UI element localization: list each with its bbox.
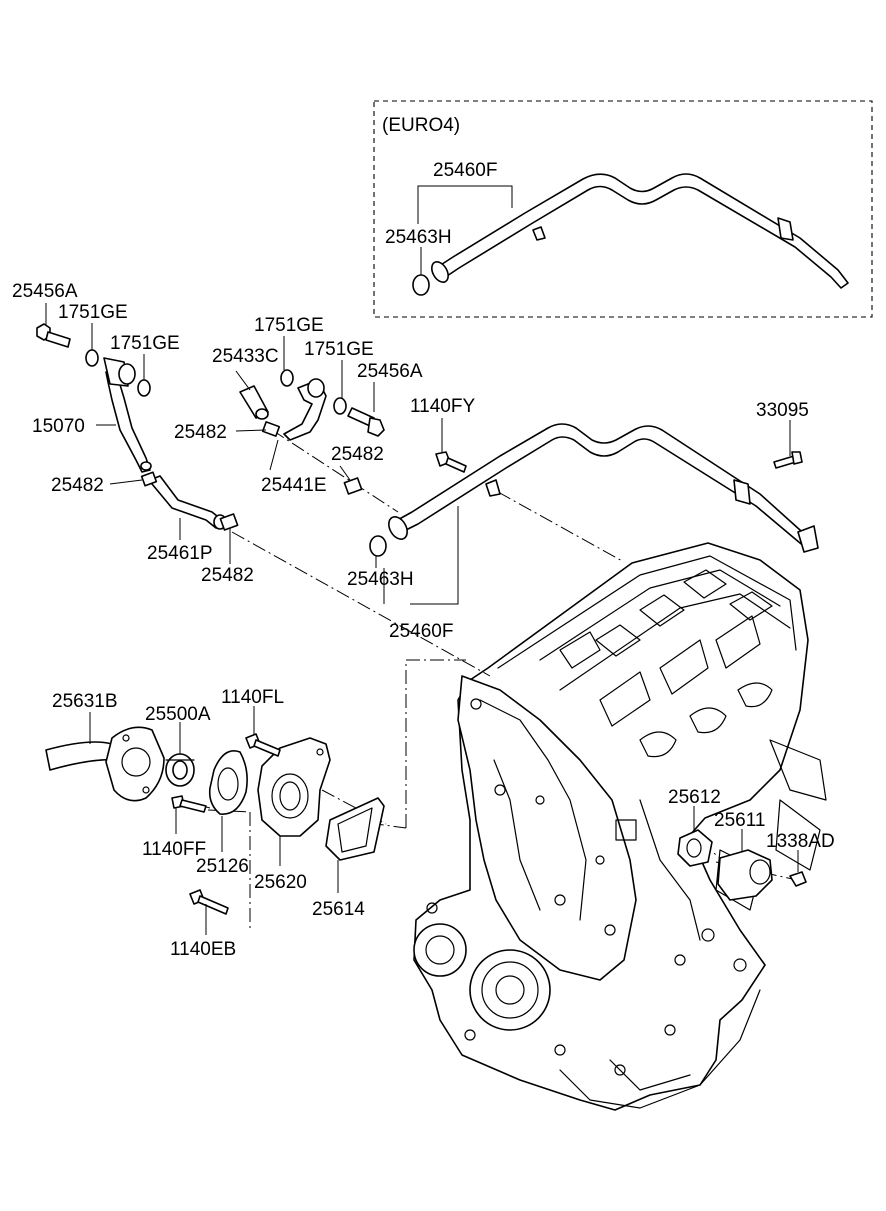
euro4-leaders: [417, 185, 513, 275]
clamp-25482-b: [219, 513, 239, 531]
housing-25620: [257, 737, 331, 837]
part-labels: 25456A 1751GE 1751GE 1751GE 25433C 1751G…: [12, 281, 835, 960]
label-25126: 25126: [196, 856, 249, 877]
label-euro4-25460F: 25460F: [433, 160, 497, 181]
label-25620: 25620: [254, 872, 307, 893]
label-1140FL: 1140FL: [221, 687, 284, 708]
label-1338AD: 1338AD: [766, 831, 835, 852]
label-1751GE-b: 1751GE: [110, 333, 180, 354]
label-25461P: 25461P: [147, 543, 213, 564]
gasket-25126: [208, 750, 248, 815]
euro4-water-pipe: [431, 173, 849, 289]
euro4-o-ring: [412, 274, 430, 296]
o-ring-1751GE-a: [85, 349, 99, 367]
label-25460F: 25460F: [389, 621, 453, 642]
clamp-25482-a: [140, 471, 158, 487]
inlet-fitting-25631B: [45, 726, 165, 802]
label-25614: 25614: [312, 899, 365, 920]
clamp-25482-d: [343, 477, 363, 495]
label-1751GE-d: 1751GE: [304, 339, 374, 360]
label-25482-b: 25482: [331, 444, 384, 465]
bolt-1140EB: [189, 889, 229, 915]
label-25456A-left: 25456A: [12, 281, 78, 302]
gasket-25614: [325, 797, 385, 861]
engine-block: [413, 542, 827, 1111]
label-25631B: 25631B: [52, 691, 118, 712]
label-1140FF: 1140FF: [142, 839, 206, 860]
label-25482-d: 25482: [201, 565, 254, 586]
label-25612: 25612: [668, 787, 721, 808]
label-25456A-right: 25456A: [357, 361, 423, 382]
connector-25433C: [239, 385, 269, 420]
o-ring-25463H: [369, 535, 387, 557]
clamp-25482-c: [261, 421, 281, 437]
bolt-1140FF: [171, 795, 207, 813]
thermostat-25500A: [165, 753, 195, 787]
label-1140FY: 1140FY: [410, 396, 475, 417]
bolt-33095: [773, 451, 803, 469]
label-25482-a: 25482: [174, 422, 227, 443]
bypass-pipe-15070: [103, 357, 152, 473]
o-ring-1751GE-b: [137, 379, 151, 397]
label-25433C: 25433C: [212, 346, 279, 367]
label-1751GE-c: 1751GE: [254, 315, 324, 336]
o-ring-1751GE-c: [280, 369, 294, 387]
label-euro4-25463H: 25463H: [385, 227, 452, 248]
label-1751GE-a: 1751GE: [58, 302, 128, 323]
bolt-1338AD: [789, 871, 807, 887]
bolt-1140FL: [245, 733, 281, 757]
label-15070: 15070: [32, 416, 85, 437]
label-25441E: 25441E: [261, 475, 327, 496]
label-1140EB: 1140EB: [170, 939, 236, 960]
o-ring-1751GE-d: [333, 397, 347, 415]
label-25500A: 25500A: [145, 704, 211, 725]
gasket-25612: [677, 829, 713, 867]
hose-25461P: [149, 475, 227, 530]
euro4-label: (EURO4): [382, 115, 460, 136]
bolt-1140FY: [435, 451, 467, 473]
label-33095: 33095: [756, 400, 809, 421]
leader-lines: [45, 303, 799, 935]
pipe-25441E: [283, 378, 327, 441]
label-25482-c: 25482: [51, 475, 104, 496]
fitting-25611: [717, 849, 773, 901]
bolt-25456A-right: [347, 407, 385, 437]
euro4-variant-box: (EURO4) 25460F 25463H: [373, 100, 873, 318]
label-25611: 25611: [714, 810, 765, 831]
label-25463H: 25463H: [347, 569, 414, 590]
water-pipe-25460F: [388, 423, 819, 553]
bolt-25456A-left: [36, 323, 71, 348]
